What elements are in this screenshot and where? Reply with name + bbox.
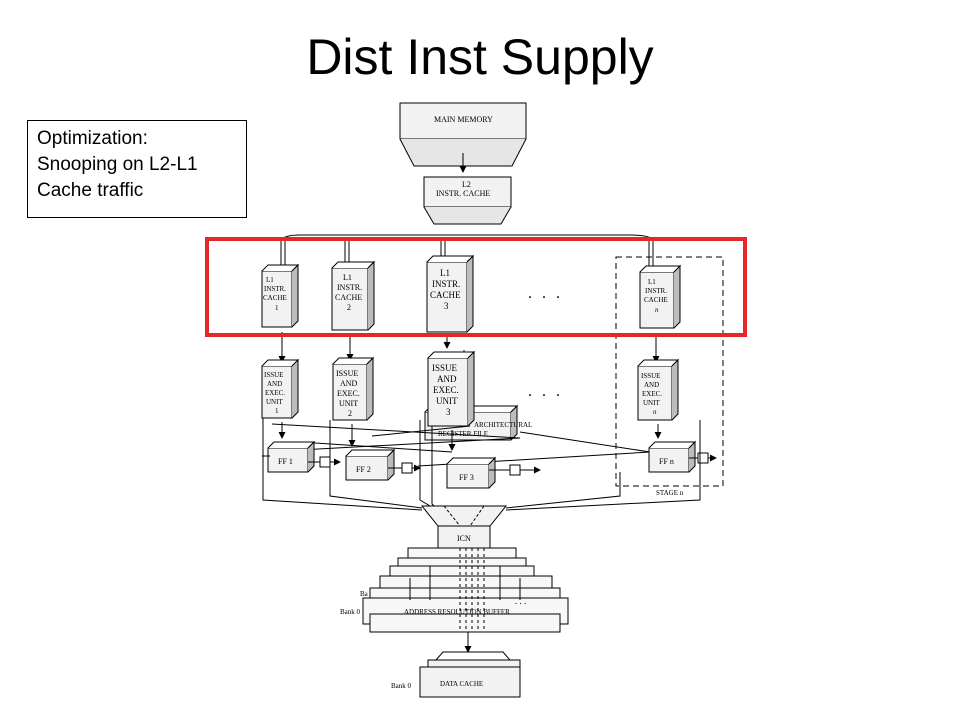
bank-label: Bank 0 (340, 608, 361, 616)
l1-cache-1 (261, 263, 300, 328)
svg-text:INSTR.: INSTR. (432, 279, 460, 289)
svg-text:ISSUE: ISSUE (264, 371, 283, 379)
ff-n-label: FF n (659, 457, 674, 466)
svg-text:INSTR.: INSTR. (264, 285, 286, 293)
ff-3-label: FF 3 (459, 473, 474, 482)
svg-text:2: 2 (348, 409, 352, 418)
svg-text:3: 3 (444, 301, 449, 311)
issue-unit-n-label: ISSUE AND EXEC. UNIT n (641, 372, 662, 416)
svg-text:CACHE: CACHE (430, 290, 461, 300)
bank-stack (362, 547, 569, 633)
ellipsis-l1: . . . (528, 285, 563, 302)
svg-text:UNIT: UNIT (266, 398, 283, 406)
svg-text:EXEC.: EXEC. (337, 389, 360, 398)
ff-unit-2 (345, 448, 396, 481)
l1-cache-1-label: L1 INSTR. CACHE 1 (263, 276, 287, 312)
ff-unit-1 (267, 440, 316, 473)
svg-text:INSTR.: INSTR. (645, 287, 667, 295)
svg-text:AND: AND (437, 374, 457, 384)
issue-unit-2 (332, 356, 375, 421)
slide-title: Dist Inst Supply (306, 29, 654, 85)
issue-unit-1 (261, 358, 300, 419)
l1-highlight-box (205, 237, 747, 337)
svg-text:ISSUE: ISSUE (432, 363, 458, 373)
l2-cache-block (423, 176, 512, 225)
arch-reg-label-line1: ARCHITECTURAL (474, 421, 532, 429)
icn-label: ICN (457, 534, 471, 543)
ff-2-label: FF 2 (356, 465, 371, 474)
svg-text:UNIT: UNIT (436, 396, 458, 406)
issue-unit-3 (427, 350, 476, 427)
optimization-callout: Optimization: Snooping on L2-L1 Cache tr… (27, 120, 247, 218)
svg-text:3: 3 (446, 407, 451, 417)
svg-text:n: n (655, 306, 659, 314)
svg-text:CACHE: CACHE (644, 296, 668, 304)
l1-cache-2 (331, 260, 376, 331)
svg-text:AND: AND (644, 381, 659, 389)
issue-unit-3-label: ISSUE AND EXEC. UNIT 3 (432, 363, 459, 417)
bank-label-bottom: Bank 0 (391, 682, 412, 690)
svg-text:L1: L1 (343, 273, 352, 282)
svg-text:L1: L1 (266, 276, 274, 284)
svg-text:1: 1 (275, 304, 279, 312)
svg-text:EXEC.: EXEC. (642, 390, 662, 398)
ff-1-label: FF 1 (278, 457, 293, 466)
l2-label-line2: INSTR. CACHE (436, 189, 490, 198)
l1-cache-n (639, 264, 682, 329)
svg-text:EXEC.: EXEC. (265, 389, 285, 397)
l1-cache-2-label: L1 INSTR. CACHE 2 (335, 273, 362, 312)
svg-text:ISSUE: ISSUE (336, 369, 358, 378)
svg-text:EXEC.: EXEC. (433, 385, 459, 395)
callout-line-2: Snooping on L2-L1 (37, 154, 198, 175)
main-memory-block (399, 102, 527, 167)
issue-unit-1-label: ISSUE AND EXEC. UNIT 1 (264, 371, 285, 415)
arch-reg-label-line2: REGISTER FILE (438, 430, 488, 438)
main-memory-label: MAIN MEMORY (434, 115, 493, 124)
l1-cache-3 (426, 254, 475, 333)
stage-n-outline (615, 256, 724, 487)
callout-line-1: Optimization: (37, 128, 148, 149)
issue-unit-n (637, 358, 680, 421)
data-cache-label: DATA CACHE (440, 680, 483, 688)
l1-cache-3-label: L1 INSTR. CACHE 3 (430, 268, 461, 311)
ellipsis-issue: . . . (528, 383, 563, 400)
svg-text:L1: L1 (648, 278, 656, 286)
ff-unit-3 (446, 456, 497, 489)
svg-text:AND: AND (340, 379, 358, 388)
svg-text:2: 2 (347, 303, 351, 312)
l2-label-line1: L2 (462, 180, 471, 189)
data-cache-block (419, 651, 521, 698)
svg-text:AND: AND (267, 380, 282, 388)
svg-text:CACHE: CACHE (263, 294, 287, 302)
bank-label-top: Ba (360, 590, 369, 598)
svg-text:INSTR.: INSTR. (337, 283, 362, 292)
ellipsis-bank: . . . (515, 596, 526, 606)
svg-text:UNIT: UNIT (339, 399, 358, 408)
svg-text:UNIT: UNIT (643, 399, 660, 407)
svg-text:CACHE: CACHE (335, 293, 362, 302)
issue-unit-2-label: ISSUE AND EXEC. UNIT 2 (336, 369, 360, 418)
svg-text:1: 1 (275, 407, 279, 415)
arb-label: ADDRESS RESOLUTION BUFFER (404, 608, 510, 616)
svg-text:L1: L1 (440, 268, 450, 278)
callout-line-3: Cache traffic (37, 180, 144, 201)
ff-unit-n (648, 440, 697, 473)
l1-cache-n-label: L1 INSTR. CACHE n (644, 278, 668, 314)
svg-text:n: n (653, 408, 657, 416)
svg-text:ISSUE: ISSUE (641, 372, 660, 380)
icn-block (420, 505, 508, 555)
stage-n-label: STAGE n (656, 489, 684, 497)
